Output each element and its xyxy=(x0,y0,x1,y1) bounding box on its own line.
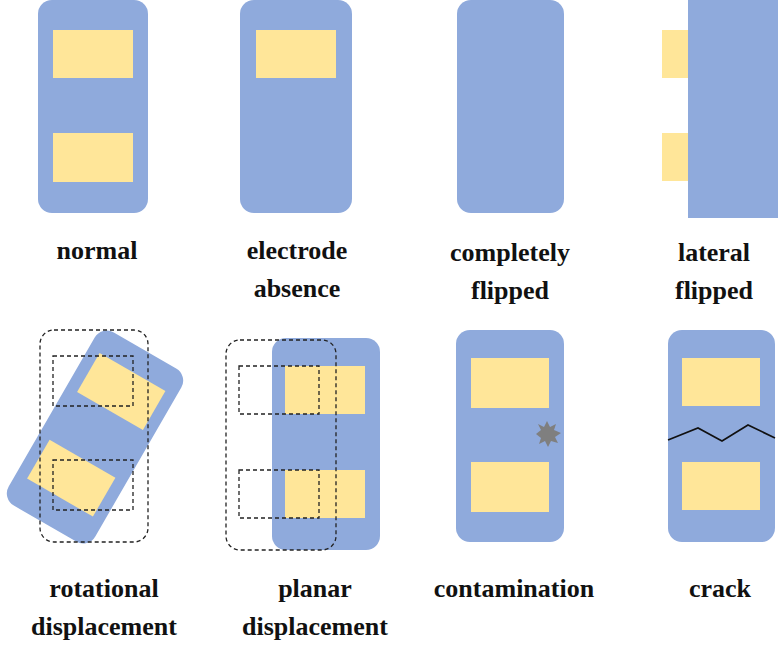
defect-label: rotational displacement xyxy=(4,570,204,646)
defect-label: normal xyxy=(57,232,138,270)
completely-flipped-chip xyxy=(457,0,564,213)
lateral-flipped-chip xyxy=(662,0,778,218)
contamination-chip xyxy=(456,330,564,542)
defect-label: lateral flipped xyxy=(654,234,774,310)
rotational-displacement-chip xyxy=(2,325,189,548)
defect-label: completely flipped xyxy=(425,234,595,310)
planar-displacement-chip xyxy=(226,338,380,550)
defect-label: crack xyxy=(689,570,751,608)
normal-chip xyxy=(38,0,148,213)
defect-label: electrode absence xyxy=(212,232,382,308)
defect-label: planar displacement xyxy=(215,570,415,646)
electrode-absence-chip xyxy=(240,0,352,213)
crack-chip xyxy=(668,330,775,542)
defect-label: contamination xyxy=(434,570,594,608)
